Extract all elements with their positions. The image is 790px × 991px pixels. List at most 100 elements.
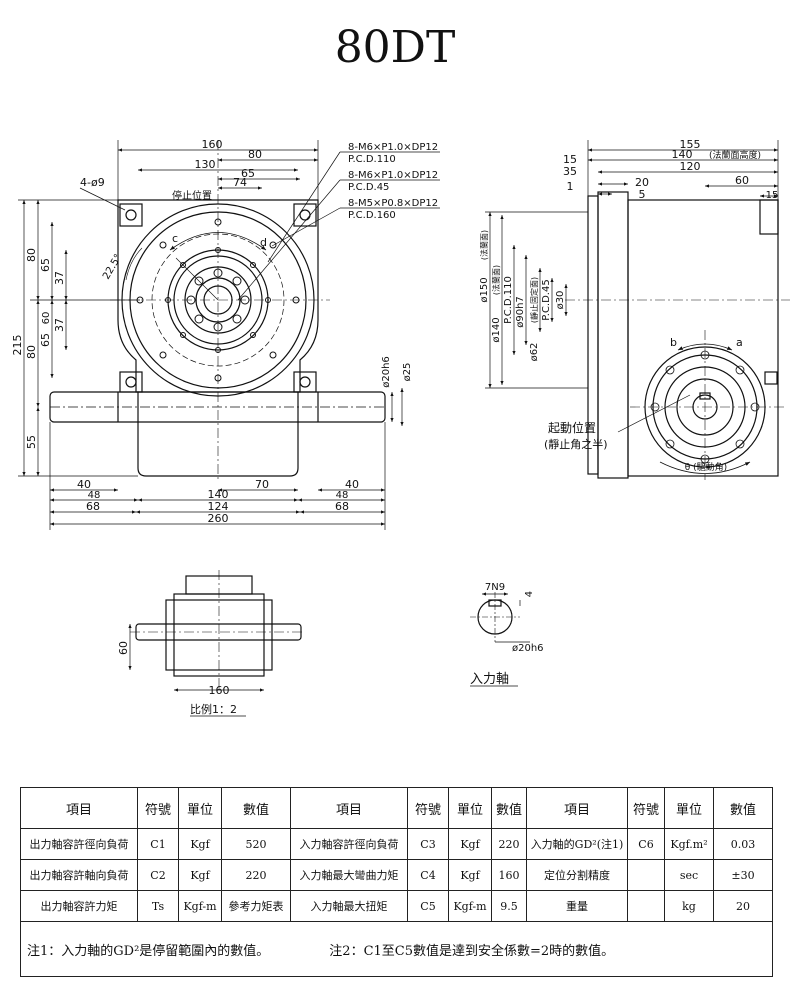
dim-bottom-40-left: 40 bbox=[77, 478, 91, 491]
table-cell: ±30 bbox=[713, 859, 773, 891]
dim-65-upper: 65 bbox=[39, 258, 52, 272]
start-position-note: (靜止角之半) bbox=[544, 437, 608, 451]
callout-3-pcd: P.C.D.160 bbox=[348, 210, 396, 221]
side-dim-1: 1 bbox=[567, 180, 574, 193]
dim-bottom-48-right: 48 bbox=[336, 490, 349, 501]
angle-label: 22.5° bbox=[101, 252, 124, 281]
header-cell: 符號 bbox=[407, 787, 449, 829]
side-dim-35: 35 bbox=[563, 165, 577, 178]
shaft-detail bbox=[470, 592, 530, 687]
header-cell: 項目 bbox=[20, 787, 138, 829]
header-cell: 數值 bbox=[491, 787, 527, 829]
side-dim-150: ø150 bbox=[479, 277, 490, 302]
header-cell: 符號 bbox=[627, 787, 665, 829]
notes-row: 注1：入力軸的GD²是停留範圍內的數值。注2：C1至C5數值是達到安全係數=2時… bbox=[20, 921, 773, 977]
lower-housing bbox=[137, 392, 299, 477]
header-cell: 項目 bbox=[290, 787, 408, 829]
dim-215: 215 bbox=[11, 335, 24, 356]
table-cell: C4 bbox=[407, 859, 449, 891]
table-cell: 定位分割精度 bbox=[526, 859, 628, 891]
dim-160: 160 bbox=[202, 138, 223, 151]
side-dim-140: 140 bbox=[672, 148, 693, 161]
table-cell: 入力軸最大扭矩 bbox=[290, 890, 408, 922]
note-2: 注2：C1至C5數值是達到安全係數=2時的數值。 bbox=[329, 943, 615, 959]
side-dim-15: 15 bbox=[563, 153, 577, 166]
side-dimensions bbox=[485, 140, 779, 389]
dim-bottom-140: 140 bbox=[208, 488, 229, 501]
table-cell: 0.03 bbox=[713, 828, 773, 860]
dim-65: 65 bbox=[241, 167, 255, 180]
dim-shaft-20h6: ø20h6 bbox=[381, 356, 392, 388]
bottom-dim-60: 60 bbox=[117, 641, 130, 655]
table-cell: C6 bbox=[627, 828, 665, 860]
header-cell: 數值 bbox=[713, 787, 773, 829]
front-view bbox=[49, 140, 386, 480]
dim-bottom-40-right: 40 bbox=[345, 478, 359, 491]
dim-55: 55 bbox=[25, 435, 38, 449]
side-dim-140-note: (法蘭面高度) bbox=[709, 149, 761, 161]
side-dim-15-right: 15 bbox=[766, 190, 779, 201]
key-width-label: 7N9 bbox=[485, 582, 505, 593]
table-cell: 入力軸的GD²(注1) bbox=[526, 828, 628, 860]
dim-bottom-260: 260 bbox=[208, 512, 229, 525]
table-cell: C5 bbox=[407, 890, 449, 922]
side-dim-90h7-note: (靜止固定面) bbox=[529, 277, 539, 323]
header-cell: 符號 bbox=[137, 787, 179, 829]
dim-65-lower: 65 bbox=[39, 333, 52, 347]
dim-130: 130 bbox=[195, 158, 216, 171]
side-dim-140v-note: (法蘭面) bbox=[491, 265, 501, 295]
letter-c: c bbox=[172, 232, 178, 245]
header-cell: 單位 bbox=[178, 787, 222, 829]
start-position-label: 起動位置 bbox=[548, 420, 596, 435]
side-dim-90h7: ø90h7 bbox=[515, 296, 526, 328]
table-cell: 出力軸容許軸向負荷 bbox=[20, 859, 138, 891]
side-dim-140v: ø140 bbox=[491, 317, 502, 342]
table-cell: 160 bbox=[491, 859, 527, 891]
scale-label: 比例1：2 bbox=[190, 702, 237, 716]
table-cell: 入力軸最大彎曲力矩 bbox=[290, 859, 408, 891]
letter-d: d bbox=[260, 236, 267, 249]
side-dim-30: ø30 bbox=[555, 291, 566, 310]
table-cell: 參考力矩表 bbox=[221, 890, 291, 922]
dim-shaft-25: ø25 bbox=[402, 363, 413, 382]
dim-bottom-48-left: 48 bbox=[88, 490, 101, 501]
callout-1-thread: 8-M6×P1.0×DP12 bbox=[348, 142, 438, 153]
table-cell: 220 bbox=[221, 859, 291, 891]
bottom-view bbox=[128, 570, 305, 717]
dim-80-upper: 80 bbox=[25, 248, 38, 262]
table-cell: C1 bbox=[137, 828, 179, 860]
table-cell: C2 bbox=[137, 859, 179, 891]
side-dim-120: 120 bbox=[680, 160, 701, 173]
shaft-dia-label: ø20h6 bbox=[512, 643, 544, 654]
bottom-dim-160: 160 bbox=[209, 684, 230, 697]
stop-label: 停止位置 bbox=[172, 189, 212, 202]
front-dimensions bbox=[18, 140, 440, 530]
table-cell: Kgf.m² bbox=[664, 828, 714, 860]
header-cell: 項目 bbox=[526, 787, 628, 829]
callout-3-thread: 8-M5×P0.8×DP12 bbox=[348, 198, 438, 209]
table-cell: 出力軸容許力矩 bbox=[20, 890, 138, 922]
table-cell: Kgf-m bbox=[178, 890, 222, 922]
side-dim-155: 155 bbox=[680, 138, 701, 151]
callout-2-thread: 8-M6×P1.0×DP12 bbox=[348, 170, 438, 181]
side-dim-60: 60 bbox=[735, 174, 749, 187]
input-shaft-label: 入力軸 bbox=[470, 672, 509, 687]
side-view bbox=[565, 191, 790, 480]
table-cell: C3 bbox=[407, 828, 449, 860]
table-cell: 重量 bbox=[526, 890, 628, 922]
table-cell: 出力軸容許徑向負荷 bbox=[20, 828, 138, 860]
header-cell: 單位 bbox=[664, 787, 714, 829]
table-row: 出力軸容許軸向負荷 C2 Kgf 220 入力軸最大彎曲力矩 C4 Kgf 16… bbox=[20, 859, 773, 891]
drive-angle-label: θ (驅動角) bbox=[685, 461, 727, 473]
dim-80: 80 bbox=[248, 148, 262, 161]
dim-bottom-70: 70 bbox=[255, 478, 269, 491]
side-dim-20: 20 bbox=[635, 176, 649, 189]
dim-37-lower: 37 bbox=[53, 318, 66, 332]
hole-label: 4-ø9 bbox=[80, 176, 105, 189]
table-cell: Kgf-m bbox=[448, 890, 492, 922]
letter-a: a bbox=[736, 336, 743, 349]
table-cell bbox=[627, 859, 665, 891]
table-header-row: 項目 符號 單位 數值 項目 符號 單位 數值 項目 符號 單位 數值 bbox=[20, 787, 773, 829]
table-cell: 入力軸容許徑向負荷 bbox=[290, 828, 408, 860]
table-cell: 220 bbox=[491, 828, 527, 860]
